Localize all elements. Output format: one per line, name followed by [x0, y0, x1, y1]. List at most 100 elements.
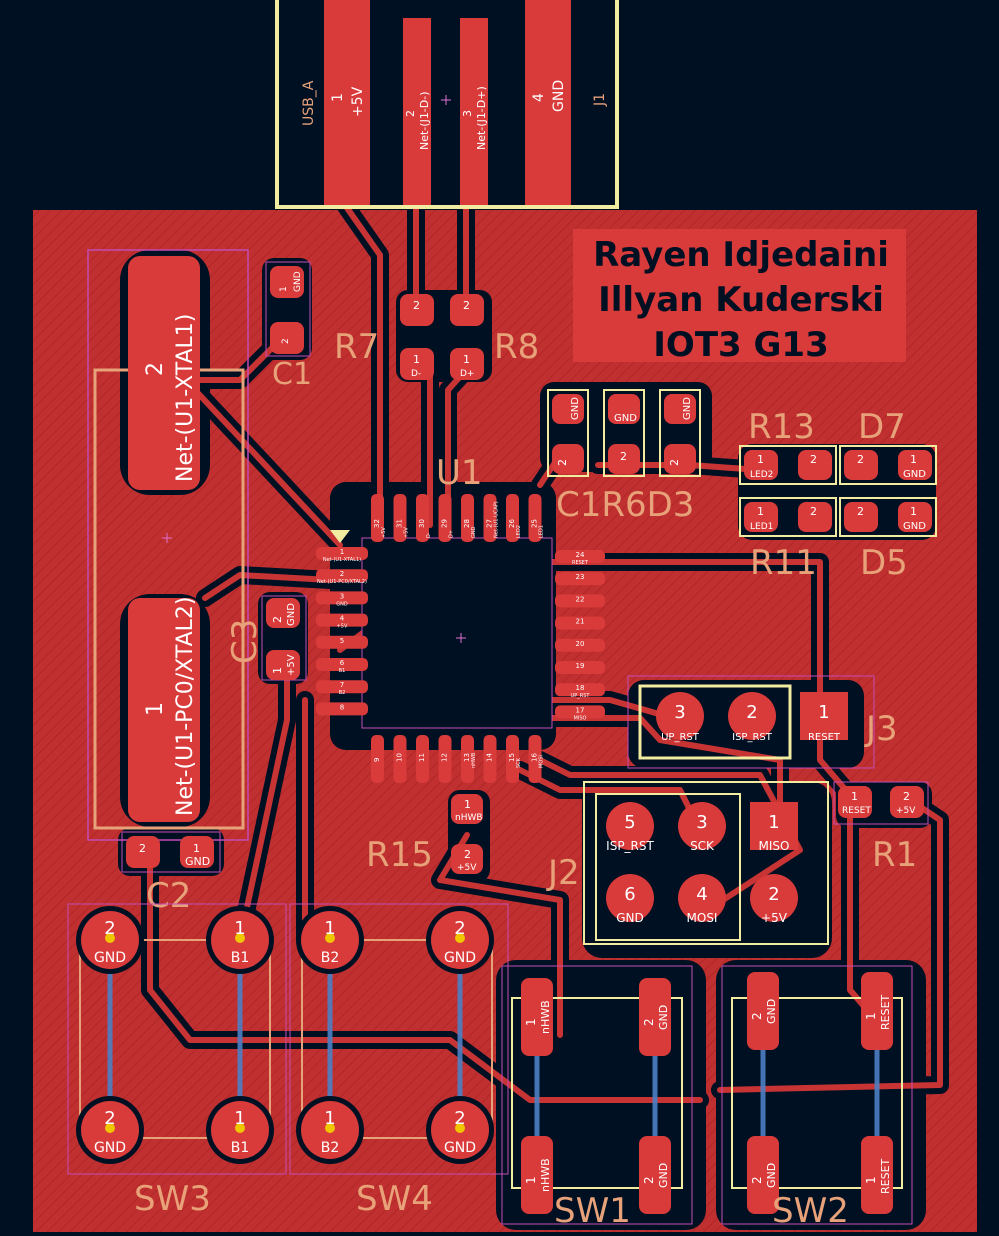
j2-pin-3: [678, 802, 726, 850]
crystal-pad-2: [128, 256, 200, 490]
u1-pin-net: MISO: [574, 715, 587, 721]
u1-pin-17: [555, 705, 605, 719]
u1-pin-27: [483, 494, 497, 542]
u1-pin-num: 9: [373, 758, 381, 762]
u1-pin-net: B1: [339, 668, 346, 674]
u1-pin-net: B2: [339, 690, 346, 696]
u1-ref: U1: [436, 453, 483, 493]
crystal-pin1-num: 1: [143, 702, 168, 716]
d7-pin2-num: 2: [857, 453, 864, 466]
c3-ref: C3: [225, 619, 265, 664]
usb-pin4-net: GND: [551, 80, 567, 112]
r1-pin2-num: 2: [903, 790, 910, 803]
j2-ref: J2: [546, 853, 580, 893]
crystal-pin1-net: Net-(U1-PC0/XTAL2): [173, 596, 198, 816]
u1-pin-10: [393, 735, 407, 783]
sw2-pin2b-net: GND: [765, 1163, 778, 1188]
c3-pin2-net: GND: [286, 603, 297, 626]
sw3-pins-pin-net: B1: [231, 1140, 250, 1156]
u1-pin-5: [316, 635, 368, 649]
usb-pad-4: [525, 0, 571, 205]
u1-pin-net: LED1: [539, 525, 545, 538]
led-row-bottom: 1 LED1 2 2 1 GND R11 D5: [739, 497, 937, 583]
cluster-a-pin2: 2: [556, 459, 569, 466]
c2-pin1-net: GND: [185, 855, 210, 868]
r7-pin1-num: 1: [413, 353, 420, 366]
d5-pin2-num: 2: [857, 505, 864, 518]
r1-pin1-net: RESET: [842, 806, 871, 816]
r7-pin1-net: D-: [411, 369, 421, 379]
u1-pin-net: +5V: [404, 527, 410, 538]
j2-pin-2: [750, 874, 798, 922]
u1-pin-num: 20: [576, 640, 585, 648]
u1-pin-num: 27: [486, 519, 494, 528]
sw4-pins-drill-3: [455, 1123, 465, 1133]
c1-pin1-net: GND: [293, 271, 303, 292]
usb-connector-j1: USB_A J1 1 +5V 2 Net-(J1-D-) 3 Net-(J1-D…: [275, 0, 619, 209]
r11-pin1-num: 1: [757, 505, 764, 518]
title-line-3: IOT3 G13: [653, 325, 828, 365]
j2-pin-num: 3: [696, 812, 707, 833]
sw2-pin1-net: RESET: [879, 994, 892, 1030]
u1-pin-num: 10: [396, 753, 404, 762]
usb-type-label: USB_A: [301, 80, 317, 126]
j2-pin-net: MISO: [759, 839, 790, 853]
u1-pin-num: 29: [441, 519, 449, 528]
j2-pin-num: 1: [768, 812, 779, 833]
res-r8: 2 1 D+ R8: [450, 294, 539, 380]
c2-ref: C2: [146, 876, 191, 916]
sw1-ref: SW1: [554, 1191, 631, 1231]
title-line-2: Illyan Kuderski: [598, 280, 884, 320]
r15-pin2-num: 2: [464, 848, 471, 861]
u1-pin-12: [438, 735, 452, 783]
sw1-pin1b-net: nHWB: [539, 1158, 552, 1192]
u1-pin-net: Net-(U1-UCAP): [494, 501, 500, 538]
switch-sw2: 2 GND 1 RESET 2 GND 1 RESET SW2: [721, 965, 913, 1231]
sw4-pins-pin-num: 2: [454, 918, 465, 939]
u1-pin-net: GND: [471, 526, 477, 538]
u1-pin-num: 22: [576, 595, 585, 603]
r13-ref: R13: [748, 407, 815, 447]
cluster-c-pin2: 2: [668, 459, 681, 466]
cluster-b-gnd: GND: [614, 413, 637, 424]
j2-pin-net: GND: [616, 911, 644, 925]
sw2-pin1-num: 1: [864, 1012, 878, 1020]
d7-ref: D7: [858, 407, 906, 447]
d5-pin1-num: 1: [910, 505, 917, 518]
u1-pin-13: [461, 735, 474, 783]
sw1-pin1-net: nHWB: [539, 1000, 552, 1034]
d5-pin1-net: GND: [903, 521, 926, 532]
r1-pin1-num: 1: [851, 790, 858, 803]
u1-pin-8: [316, 702, 368, 716]
u1-pin-num: 32: [373, 519, 381, 528]
usb-pin1-num: 1: [330, 93, 346, 102]
u1-pin-18: [555, 683, 605, 697]
d5-ref: D5: [860, 543, 908, 583]
crystal-pin2-net: Net-(U1-XTAL1): [173, 314, 198, 482]
j3-pin-num: 2: [746, 702, 757, 723]
r11-pin2-num: 2: [810, 505, 817, 518]
r13-pin1-net: LED2: [750, 470, 773, 480]
sw1-pin1-num: 1: [524, 1018, 538, 1026]
title-line-1: Rayen Idjedaini: [593, 235, 889, 275]
u1-pin-num: 6: [340, 659, 345, 667]
r15-pin2-net: +5V: [457, 863, 477, 873]
r15-pin1-num: 1: [464, 798, 471, 811]
c3-pin1-net: +5V: [286, 654, 297, 676]
u1-pin-num: 15: [508, 753, 516, 762]
sw4-pins-pin-num: 2: [454, 1108, 465, 1129]
j2-pin-net: +5V: [761, 911, 788, 925]
d7-pin1-net: GND: [903, 469, 926, 480]
u1-pin-25: [528, 494, 542, 542]
u1-pin-9: [371, 735, 384, 783]
sw3-pins-pin-num: 2: [104, 1108, 115, 1129]
u1-pin-net: D+: [449, 530, 455, 538]
res-r1: 1 RESET 2 +5V R1: [833, 781, 929, 875]
r8-pin2-num: 2: [463, 299, 470, 312]
u1-pin-15: [506, 735, 519, 783]
r1-pin2-net: +5V: [896, 806, 916, 816]
sw3-pins-pin-net: GND: [94, 1140, 126, 1156]
sw1-pin2-num: 2: [642, 1018, 656, 1026]
